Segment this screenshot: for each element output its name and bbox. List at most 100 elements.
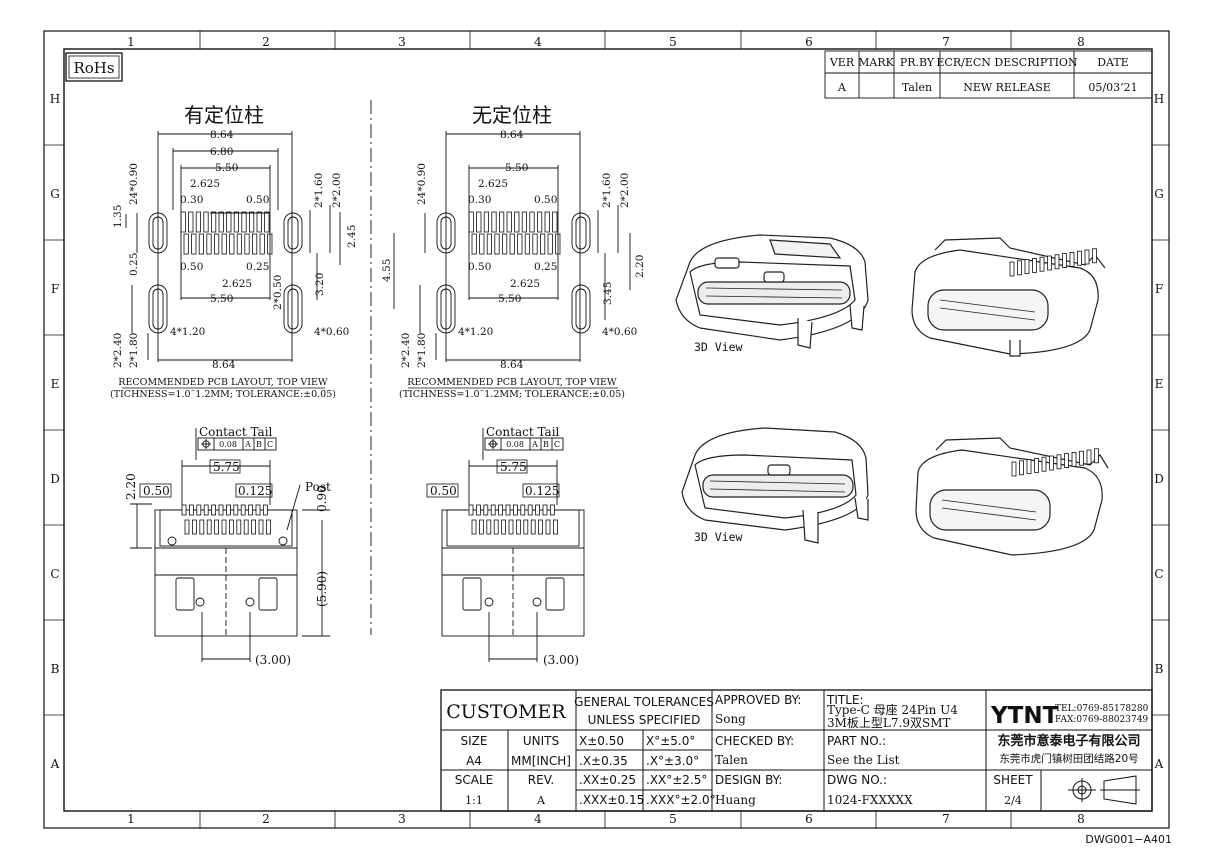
dim-front-left-220: 2.20 <box>124 473 138 500</box>
dim-left-550-top: 5.50 <box>215 162 238 174</box>
pcb-pad <box>506 211 512 233</box>
contact-pin <box>265 519 271 535</box>
dim-left-2x200: 2*2.00 <box>331 173 343 208</box>
col-number-bottom-8: 8 <box>1077 812 1085 826</box>
pcb-pad <box>540 233 546 255</box>
row-letter-left-d: D <box>50 472 60 486</box>
contact-tail-label-right: Contact Tail <box>486 425 560 439</box>
col-number-bottom-4: 4 <box>534 812 542 826</box>
pcb-pad <box>544 211 550 233</box>
rear-contact-pin <box>1054 254 1060 270</box>
dim-right-2x160: 2*1.60 <box>601 173 613 208</box>
rear-contact-pin <box>1024 259 1030 275</box>
contact-pin <box>188 504 194 516</box>
dim-left-4x120: 4*1.20 <box>170 326 205 338</box>
pcb-pad <box>555 233 561 255</box>
contact-pin <box>203 504 209 516</box>
row-letter-right-c: C <box>1154 567 1163 581</box>
sheet-label: SHEET <box>993 773 1033 787</box>
rev-value: A <box>536 794 546 807</box>
rev-cell-prby: Talen <box>902 81 932 94</box>
pcb-pad <box>524 233 531 255</box>
pcb-pad <box>236 233 242 255</box>
pcb-pads-right-top <box>468 211 558 233</box>
drawing-code: DWG001−A401 <box>1085 833 1172 846</box>
rev-header-prby: PR.BY <box>900 56 935 69</box>
contact-pin <box>550 504 555 516</box>
rear-contact-pin <box>1009 261 1015 277</box>
pcb-caption-left-1: RECOMMENDED PCB LAYOUT, TOP VIEW <box>118 377 328 388</box>
pcb-pad <box>537 211 543 233</box>
tol-angle1: .X°±3.0° <box>646 754 699 768</box>
dim-right-455: 4.55 <box>381 259 393 282</box>
contact-pin <box>251 519 257 535</box>
dim-left-864-bot: 8.64 <box>212 359 236 371</box>
row-letter-left-f: F <box>51 282 59 296</box>
contact-pin <box>236 519 242 535</box>
contact-pin <box>243 519 249 535</box>
row-letter-left-c: C <box>50 567 59 581</box>
dim-left-680: 6.80 <box>210 146 233 158</box>
pcb-layout-left <box>125 131 341 362</box>
rear-contact-pin <box>1041 456 1047 472</box>
contact-pin <box>520 504 526 516</box>
pcb-pad <box>552 211 558 233</box>
revision-table <box>824 50 1153 99</box>
contact-pin <box>516 519 521 535</box>
pcb-pad <box>256 211 262 233</box>
front-view-right <box>441 428 585 662</box>
pcb-left-dimensions: 8.64 6.80 5.50 2.625 0.30 0.50 0.50 0.25… <box>112 129 358 371</box>
design-by-value: Huang <box>715 793 756 807</box>
pcb-pad <box>479 233 485 255</box>
gdt-right-a: A <box>531 440 538 449</box>
pcb-pad <box>241 211 247 233</box>
dim-left-320: 3.20 <box>314 273 326 296</box>
pcb-pad <box>491 211 497 233</box>
contact-pin <box>184 519 190 535</box>
dim-left-025-v: 0.25 <box>128 253 140 276</box>
units-value: MM[INCH] <box>511 754 571 768</box>
contact-pin <box>498 504 504 516</box>
contact-pin <box>542 504 548 516</box>
rev-label: REV. <box>528 773 554 787</box>
rear-contact-pin <box>1032 257 1037 273</box>
gdt-left-a: A <box>244 440 251 449</box>
pcb-pad <box>203 211 209 233</box>
rear-contact-pin <box>1047 255 1052 271</box>
contact-pin <box>530 519 536 535</box>
pcb-pads-right-bottom <box>471 233 561 255</box>
pcb-pad <box>191 233 197 255</box>
dim-right-220: 2.20 <box>634 255 646 278</box>
pcb-pad <box>547 233 553 255</box>
contact-pin <box>523 519 529 535</box>
pcb-pad <box>213 233 220 255</box>
dim-front-right-050: 0.50 <box>430 484 457 498</box>
contact-pin <box>221 519 227 535</box>
dim-left-050-mid: 0.50 <box>180 261 203 273</box>
contact-pin <box>490 504 496 516</box>
dim-left-2x050: 2*0.50 <box>272 275 284 310</box>
pcb-caption-right-1: RECOMMENDED PCB LAYOUT, TOP VIEW <box>407 377 617 388</box>
part-no-value: See the List <box>827 753 900 767</box>
rev-header-mark: MARK <box>858 56 894 69</box>
col-number-bottom-7: 7 <box>942 812 950 826</box>
contact-pin <box>527 504 533 516</box>
row-letter-right-d: D <box>1154 472 1164 486</box>
col-number-bottom-3: 3 <box>398 812 406 826</box>
contact-pin <box>545 519 551 535</box>
pcb-pad <box>210 211 217 233</box>
tol-x3: .XXX±0.15 <box>579 793 644 807</box>
contact-pin <box>508 519 514 535</box>
rear-contact-pin <box>1019 460 1024 476</box>
rear-contact-pin <box>1039 256 1045 272</box>
pcb-pad <box>244 233 250 255</box>
row-letter-right-g: G <box>1154 187 1164 201</box>
gdt-left-tol: 0.08 <box>219 440 237 449</box>
contact-tail-label-left: Contact Tail <box>199 425 273 439</box>
approved-by-label: APPROVED BY: <box>715 693 801 707</box>
pcb-caption-right-2: (TICHNESS=1.0˜1.2MM; TOLERANCE:±0.05) <box>399 389 625 400</box>
dwg-no-value: 1024-FXXXXX <box>827 793 913 807</box>
dim-left-025-mid: 0.25 <box>246 261 269 273</box>
gdt-right-b: B <box>543 440 549 449</box>
pcb-pad <box>486 233 493 255</box>
